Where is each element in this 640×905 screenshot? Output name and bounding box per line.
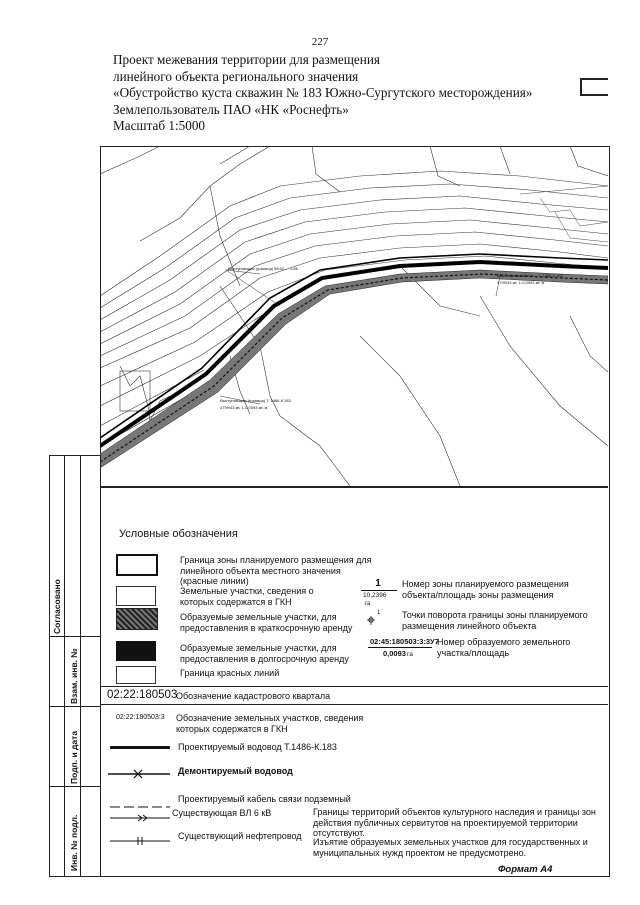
note-0: Границы территорий объектов культурного … [313, 807, 596, 838]
map-svg [100, 146, 608, 486]
legend-item-3: Образуемые земельные участки, для предос… [180, 643, 349, 664]
line-text-4: Существующий нефтепровод [178, 831, 302, 841]
zone-number-num: 1 [375, 578, 381, 589]
stamp-column: Согласовано Взам. инв. № Подп. и дата Ин… [49, 455, 101, 877]
legend-item-4: Граница красных линий [180, 668, 280, 678]
line-projected-cable [110, 796, 170, 808]
title-line-3: «Обустройство куста скважин № 183 Южно-С… [113, 85, 533, 100]
parcel-number-num: 02:45:180503:3:3У7 [370, 637, 439, 646]
map-label-left-sub: 4799/43 кв. 1-0,0093 кв. м [220, 405, 268, 410]
line-existing-oil [110, 832, 170, 845]
zone-number-unit: га [365, 601, 371, 607]
map-label-left: Выступающая (граница) Т. 1486-К 183 [220, 398, 291, 403]
line-text-2: Проектируемый кабель связи подземный [178, 794, 351, 804]
line-dismantled-water [108, 766, 170, 779]
turn-point-icon [366, 612, 376, 625]
swatch-red-line-border [116, 666, 156, 684]
document-title: Проект межевания территории для размещен… [113, 52, 532, 135]
stamp-vzam-inv: Взам. инв. № [69, 648, 79, 704]
parcel-number-unit: га [407, 651, 413, 658]
map-label-top: Выступающая (граница) 86:02:... 1-86 [228, 266, 298, 271]
title-line-2: линейного объекта регионального значения [113, 68, 359, 84]
title-line-1: Проект межевания территории для размещен… [113, 52, 380, 67]
stamp-soglasovano: Согласовано [52, 579, 62, 634]
corner-tab [580, 78, 608, 96]
legend-item-2: Образуемые земельные участки, для предос… [180, 612, 353, 633]
parcel-number-text: Номер образуемого земельного участка/пло… [437, 637, 571, 658]
existing-parcels-text: Обозначение земельных участков, сведения… [176, 713, 364, 734]
line-existing-vl [110, 809, 170, 822]
stamp-inv-podl: Инв. № подл. [69, 814, 79, 871]
title-line-4: Землепользователь ПАО «НК «Роснефть» [113, 101, 349, 117]
zone-number-area: 10,2396 [363, 592, 387, 599]
legend-item-1: Земельные участки, сведения о которых со… [180, 586, 314, 607]
map-label-right: Выкопировка 86:02:... Т. 1486-К 183 [497, 273, 563, 278]
parcel-number-area: 0,0093 [383, 649, 406, 658]
note-1: Изъятие образуемых земельных участков дл… [313, 837, 588, 858]
kadastr-text: Обозначение кадастрового квартала [176, 691, 331, 701]
swatch-gkn-parcels [116, 586, 156, 606]
page-number: 227 [311, 36, 329, 48]
legend-title: Условные обозначения [119, 528, 238, 540]
map-bottom-border [100, 486, 608, 488]
swatch-short-lease [116, 608, 158, 630]
turn-point-symbol: 1 [377, 610, 381, 616]
turn-point-text: Точки поворота границы зоны планируемого… [402, 610, 588, 631]
line-text-1: Демонтируемый водовод [178, 766, 293, 776]
kadastr-code: 02:22:180503 [107, 689, 178, 701]
line-projected-water [110, 746, 170, 749]
legend-item-0-text: Граница зоны планируемого размещения для… [180, 555, 372, 586]
legend-item-0: Граница зоны планируемого размещения для… [180, 555, 380, 587]
existing-parcels-code: 02:22:180503:3 [116, 714, 165, 721]
swatch-red-lines [116, 554, 158, 576]
line-text-3: Существующая ВЛ 6 кВ [172, 808, 272, 818]
map-drawing: Выступающая (граница) 86:02:... 1-86 Вык… [100, 146, 608, 486]
map-label-right-sub: 4799/43 кв. 1-0,0093 кв. м [497, 280, 545, 285]
zone-number-text: Номер зоны планируемого размещения объек… [402, 579, 569, 600]
title-line-5: Масштаб 1:5000 [113, 118, 206, 133]
line-text-0: Проектируемый водовод Т.1486-К.183 [178, 742, 337, 752]
format-label: Формат А4 [498, 864, 553, 875]
swatch-long-lease [116, 641, 156, 661]
stamp-podp-data: Подп. и дата [69, 730, 79, 784]
